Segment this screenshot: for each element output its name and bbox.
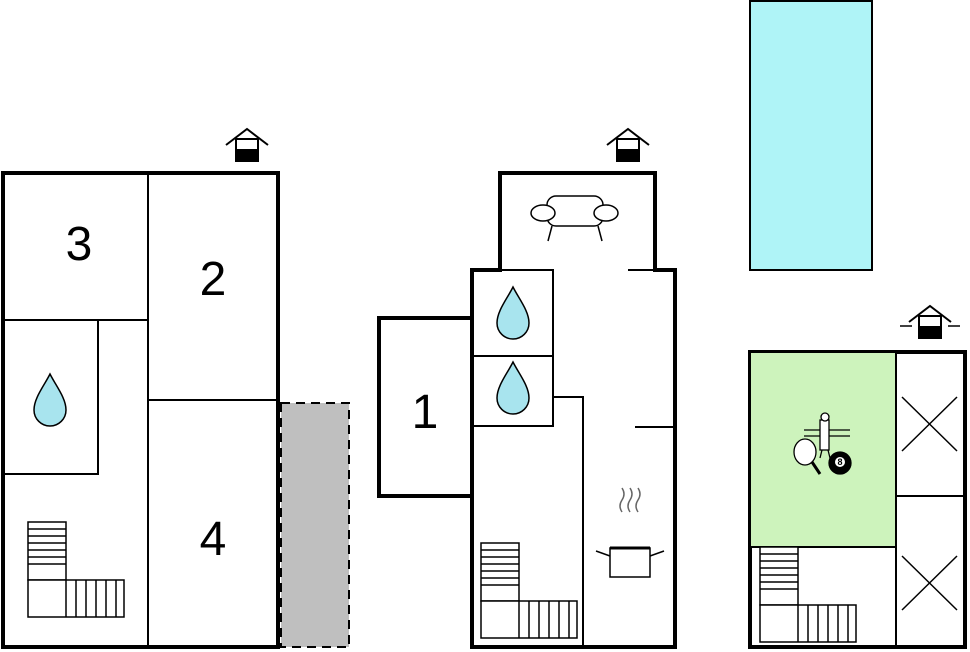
swimming-pool: [749, 0, 873, 271]
crossed-box: [901, 396, 958, 611]
room-4-label: 4: [200, 513, 227, 566]
room-3-label: 3: [66, 218, 93, 271]
games-icon: 8: [793, 412, 852, 475]
house-entrance-icon: [900, 305, 960, 339]
billiard-ball-label: 8: [837, 457, 842, 467]
bathroom-2: [471, 355, 554, 427]
terrace-area: [280, 402, 350, 648]
floor-middle: 1: [377, 128, 677, 649]
room-1-label: 1: [412, 386, 439, 439]
sofa-icon: [530, 195, 619, 242]
floor-left: 3 2 4: [1, 128, 350, 649]
house-entrance-icon: [606, 128, 650, 162]
cooking-pot-icon: [595, 487, 665, 578]
room-2-label: 2: [200, 253, 227, 306]
floor-right: 8: [748, 0, 967, 649]
house-entrance-icon: [225, 128, 269, 162]
